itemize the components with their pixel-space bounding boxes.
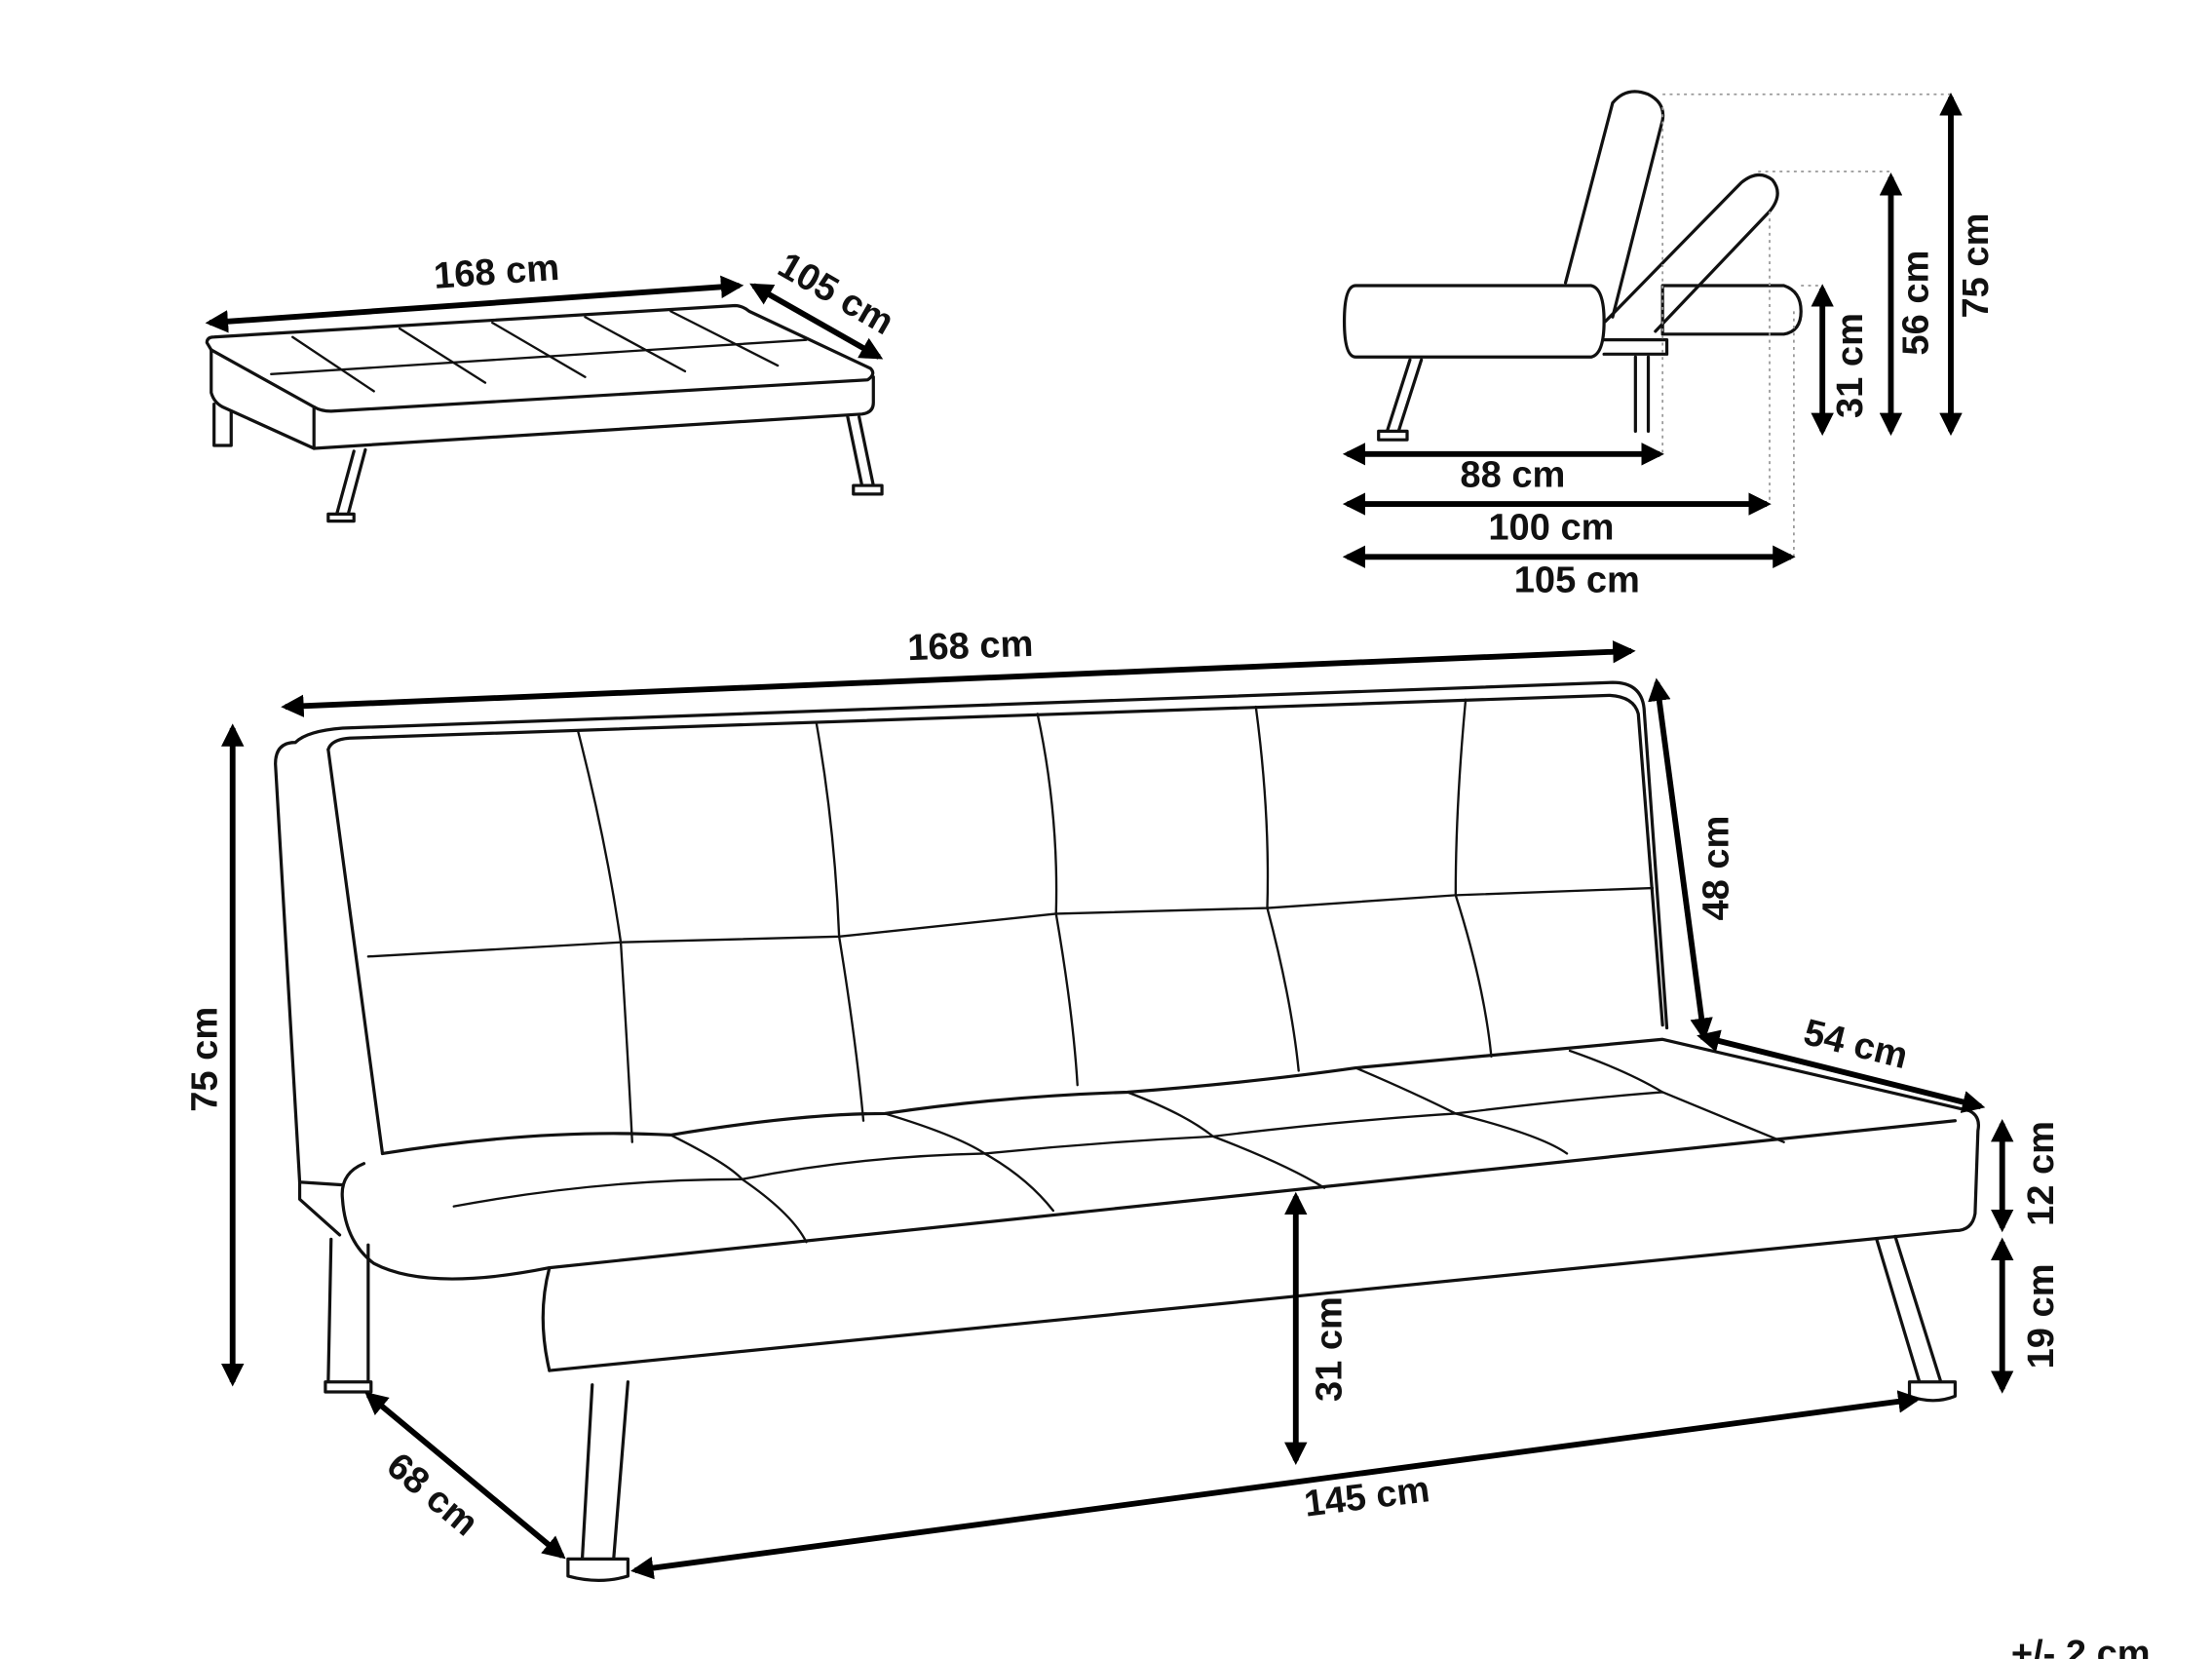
side-depth-bed-label: 105 cm	[1514, 560, 1640, 601]
bed-width-arrow	[205, 275, 744, 333]
leg-span-arrow	[630, 1390, 1922, 1580]
total-height-label: 75 cm	[184, 1007, 225, 1112]
side-height-back-label: 75 cm	[1956, 213, 1997, 319]
side-depth-reclined-label: 100 cm	[1488, 508, 1614, 549]
side-view-dimensions: 75 cm 56 cm 31 cm 88 cm 100 cm 105 cm	[1342, 93, 1997, 601]
front-width-label: 168 cm	[907, 624, 1034, 669]
side-view-drawing	[1342, 90, 1951, 558]
leg-height-label: 19 cm	[2021, 1263, 2062, 1369]
bed-width-label: 168 cm	[433, 248, 561, 297]
side-depth-sofa-label: 88 cm	[1460, 454, 1565, 495]
front-width-arrow	[281, 640, 1636, 717]
backrest-height-arrow	[1648, 677, 1713, 1042]
tolerance-note: +/- 2 cm	[2011, 1634, 2151, 1659]
sofa-front-dimensions: 168 cm 48 cm 54 cm 75 cm 12 cm 19 cm 31 …	[184, 624, 2062, 1580]
side-seat-height-label: 31 cm	[1830, 313, 1871, 418]
depth-label: 68 cm	[379, 1446, 486, 1545]
bed-depth-arrow	[749, 283, 884, 360]
seat-height-label: 31 cm	[1309, 1296, 1350, 1402]
bed-view-drawing	[205, 303, 884, 523]
seat-depth-arrow	[1697, 1029, 1986, 1113]
depth-arrow	[364, 1391, 566, 1560]
backrest-height-label: 48 cm	[1696, 816, 1736, 921]
bed-depth-label: 105 cm	[771, 245, 900, 343]
side-height-reclined-label: 56 cm	[1895, 251, 1936, 356]
cushion-height-label: 12 cm	[2021, 1121, 2062, 1226]
